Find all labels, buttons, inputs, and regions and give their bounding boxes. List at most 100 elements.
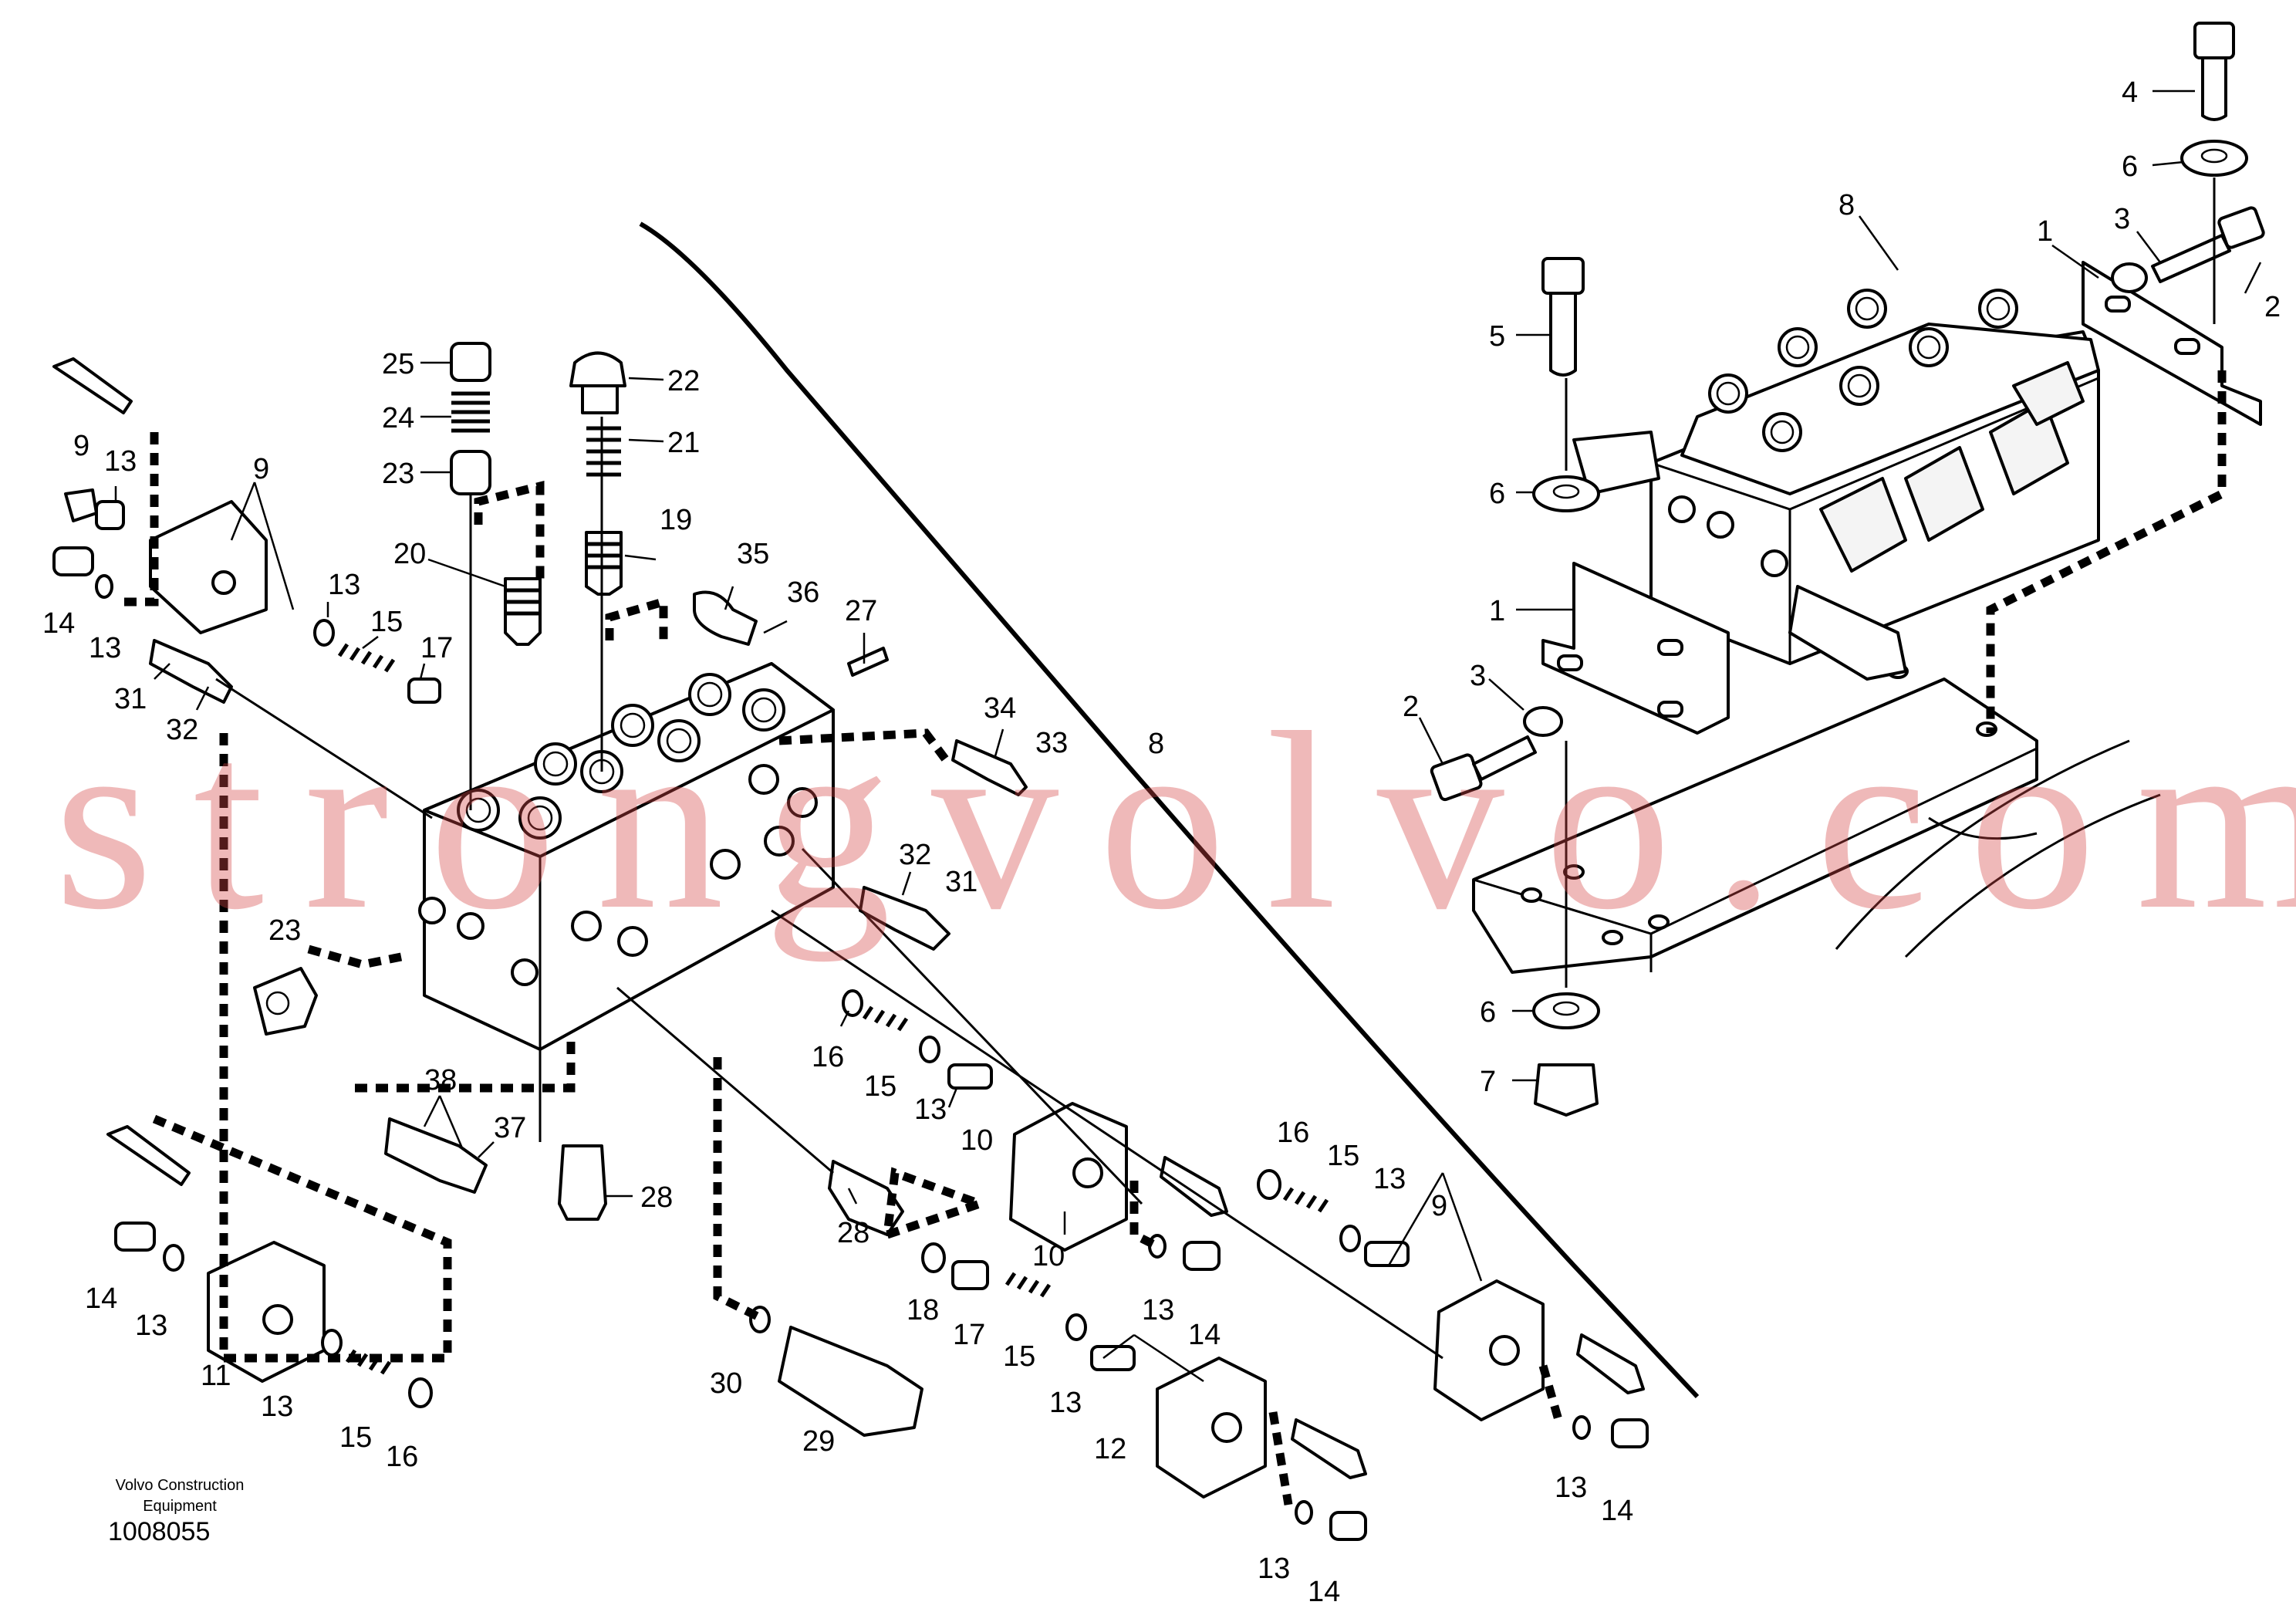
callout-30: 30 <box>710 1367 742 1400</box>
callout-13: 13 <box>1555 1472 1587 1504</box>
bolt-2a <box>2151 206 2265 283</box>
cartridge-32-31-right <box>859 886 950 951</box>
plug-28a <box>558 1144 607 1221</box>
cover-10 <box>1009 1102 1128 1252</box>
callout-31: 31 <box>114 683 147 715</box>
ring-18 <box>921 1242 946 1273</box>
nut-9 <box>64 488 98 522</box>
cover-9a <box>149 500 268 634</box>
plug-14d <box>1329 1511 1367 1541</box>
callout-15: 15 <box>864 1070 896 1103</box>
callout-4: 4 <box>2122 76 2138 109</box>
callout-29: 29 <box>802 1425 835 1458</box>
callout-6: 6 <box>1489 478 1505 510</box>
axis-line-plug-28b <box>616 986 834 1174</box>
callout-38: 38 <box>424 1064 457 1097</box>
callout-34: 34 <box>984 692 1016 725</box>
ring-13f <box>1572 1415 1591 1440</box>
plug-14b <box>114 1222 156 1252</box>
callout-15: 15 <box>1003 1340 1035 1373</box>
callout-36: 36 <box>787 576 819 609</box>
plug-22 <box>569 351 626 414</box>
leader-lines <box>114 90 2262 1383</box>
callout-14: 14 <box>42 607 75 640</box>
callout-14: 14 <box>85 1282 117 1315</box>
axis-line-cover-10 <box>801 847 1143 1205</box>
callout-17: 17 <box>953 1319 985 1351</box>
callout-7: 7 <box>1480 1066 1496 1098</box>
spool-20 <box>504 577 542 646</box>
bolt-cover-9c <box>1576 1333 1645 1394</box>
frame-outline-2 <box>1904 793 2161 958</box>
callout-37: 37 <box>494 1112 526 1144</box>
washer-6a <box>2180 140 2248 177</box>
long-bolt-lower-left <box>106 1125 191 1186</box>
callout-25: 25 <box>382 348 414 380</box>
ring-13h <box>321 1329 343 1357</box>
callout-15: 15 <box>370 606 403 638</box>
dashed-route-cover-10 <box>1129 1181 1160 1250</box>
callout-9: 9 <box>253 453 269 485</box>
long-bolt-upper-left <box>52 357 133 414</box>
mounting-plate <box>1472 664 2038 974</box>
callout-13: 13 <box>104 445 137 478</box>
callout-6: 6 <box>2122 150 2138 183</box>
callout-16: 16 <box>1277 1117 1309 1149</box>
dashed-route-left-outer <box>152 733 452 1363</box>
plug-12 <box>1090 1345 1136 1371</box>
callout-labels: 4 6 8 1 3 2 5 6 1 3 2 6 7 8 25 22 24 21 … <box>42 76 2281 1608</box>
bracket-lower <box>1541 562 1730 735</box>
control-valve-block <box>418 662 835 1051</box>
spring-15e <box>1004 1272 1052 1298</box>
spool-19 <box>585 531 623 596</box>
callout-17: 17 <box>420 632 453 664</box>
dashed-route-cartridge-34 <box>778 728 953 767</box>
plug-14a <box>52 546 94 576</box>
section-divider-line <box>639 221 1700 1399</box>
callout-28: 28 <box>640 1181 673 1214</box>
callout-35: 35 <box>737 538 769 570</box>
callout-33: 33 <box>1035 727 1068 759</box>
callout-2: 2 <box>1403 691 1419 723</box>
spring-15a <box>337 643 396 673</box>
callout-13: 13 <box>914 1093 947 1126</box>
ring-13d <box>919 1036 940 1063</box>
callout-2: 2 <box>2264 291 2281 323</box>
callout-13: 13 <box>1142 1294 1174 1326</box>
ring-13g <box>163 1244 184 1272</box>
valve-29 <box>778 1326 923 1437</box>
cartridge-34-33 <box>951 739 1028 796</box>
callout-3: 3 <box>1470 660 1486 692</box>
dashed-route-right <box>1986 370 2227 733</box>
ring-13k <box>1295 1500 1313 1525</box>
callout-9: 9 <box>73 430 89 462</box>
ring-13b <box>95 574 113 599</box>
ring-16c <box>408 1377 433 1408</box>
callout-20: 20 <box>393 538 426 570</box>
callout-13: 13 <box>261 1391 293 1423</box>
callout-32: 32 <box>166 714 198 746</box>
plug-17b <box>951 1260 989 1290</box>
callout-27: 27 <box>845 595 877 627</box>
callout-13: 13 <box>1373 1163 1406 1195</box>
bolt-5 <box>1541 257 1585 377</box>
frame-outline-3 <box>1928 816 2038 840</box>
mounted-control-valve <box>1572 289 2100 681</box>
callout-1: 1 <box>2037 215 2053 248</box>
spring-15c <box>1282 1187 1329 1213</box>
callout-14: 14 <box>1188 1319 1221 1351</box>
valve-35-36 <box>693 590 758 646</box>
callout-15: 15 <box>1327 1140 1359 1172</box>
plug-23b <box>253 967 318 1036</box>
ring-13j <box>1065 1313 1087 1341</box>
callout-10: 10 <box>961 1124 993 1157</box>
cover-12 <box>1156 1357 1267 1499</box>
ring-13i <box>1148 1234 1167 1259</box>
callout-13: 13 <box>328 569 360 601</box>
callout-28: 28 <box>837 1217 869 1249</box>
callout-14: 14 <box>1601 1495 1633 1527</box>
callout-10: 10 <box>1032 1240 1065 1272</box>
callout-31: 31 <box>945 866 977 898</box>
callout-19: 19 <box>660 504 692 536</box>
dashed-route-valve-29 <box>713 1057 766 1323</box>
